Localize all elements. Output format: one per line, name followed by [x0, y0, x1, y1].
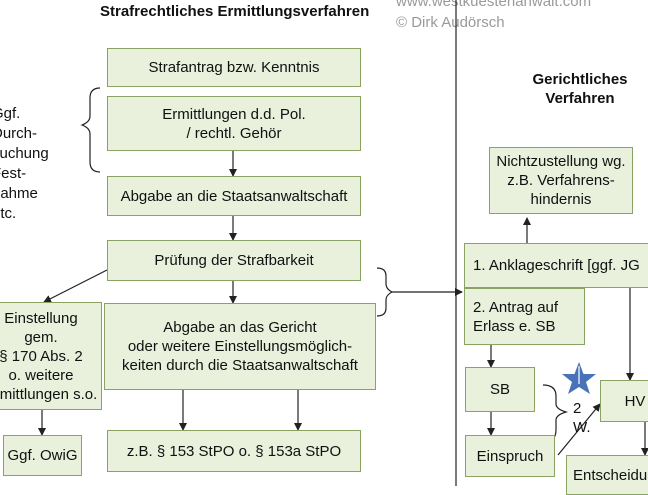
box-strafantrag: Strafantrag bzw. Kenntnis [107, 48, 361, 87]
side-note: Ggf. Durch- suchung Fest- nahme etc. [0, 105, 49, 222]
box-abgabe-sta: Abgabe an die Staatsanwaltschaft [107, 176, 361, 216]
box-ermittlungen: Ermittlungen d.d. Pol. / rechtl. Gehör [107, 96, 361, 151]
header-left: Strafrechtliches Ermittlungsverfahren [100, 3, 370, 20]
box-antrag-sb: 2. Antrag auf Erlass e. SB [464, 288, 585, 345]
box-entscheidung: Entscheidung [566, 455, 648, 495]
header-right: Gerichtliches Verfahren [532, 71, 628, 107]
arrow-einspruch-hv [557, 403, 601, 456]
box-paragraphen: z.B. § 153 StPO o. § 153a StPO [107, 430, 361, 472]
box-abgabe-gericht: Abgabe an das Gericht oder weitere Einst… [104, 303, 376, 390]
deadline-brace-icon [542, 384, 569, 443]
watermark-url: www.westkuestenanwalt.com [396, 0, 592, 10]
box-anklage: 1. Anklageschrift [ggf. JG [464, 243, 648, 288]
box-hv: HV [600, 380, 648, 422]
arrow-pruefung-einstellung [43, 269, 108, 303]
box-einstellung: Einstellung gem. § 170 Abs. 2 o. weitere… [0, 302, 102, 410]
box-einspruch: Einspruch [465, 435, 555, 477]
box-pruefung: Prüfung der Strafbarkeit [107, 240, 361, 281]
box-nichtzustellung: Nichtzustellung wg. z.B. Verfahrens- hin… [489, 147, 633, 214]
box-owig: Ggf. OwiG [3, 435, 82, 476]
deadline-label: 2 W. [573, 400, 591, 436]
watermark-copyright: © Dirk Audörsch [396, 14, 505, 31]
box-sb: SB [465, 367, 535, 412]
brace-right-icon [376, 267, 394, 317]
brace-icon [80, 87, 101, 173]
